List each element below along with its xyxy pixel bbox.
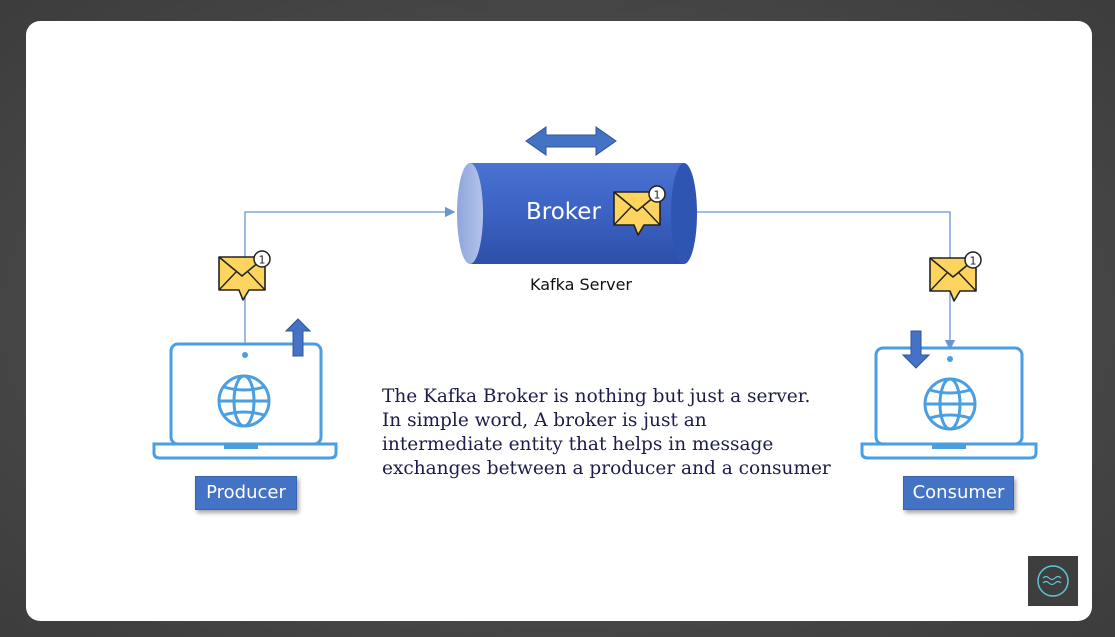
description-text: The Kafka Broker is nothing but just a s… <box>382 386 831 479</box>
producer-label: Producer <box>195 476 297 510</box>
broker-label: Broker <box>526 199 601 225</box>
globe-icon <box>923 377 977 431</box>
consumer-laptop-icon <box>860 346 1038 460</box>
badge-count: 1 <box>654 189 661 202</box>
badge-count: 1 <box>970 255 977 268</box>
kafka-server-caption: Kafka Server <box>530 275 632 294</box>
envelope-notification-icon: 1 <box>218 250 271 301</box>
bidirectional-arrow-icon <box>525 126 617 156</box>
badge-count: 1 <box>259 254 266 267</box>
slide-canvas: 1 1 1 <box>26 21 1092 621</box>
kafka-diagram: 1 1 1 <box>152 126 1038 460</box>
globe-icon <box>217 374 271 428</box>
envelope-notification-icon: 1 <box>929 251 982 302</box>
envelope-notification-icon: 1 <box>613 185 666 236</box>
upload-arrow-icon <box>284 318 312 357</box>
producer-laptop-icon <box>152 342 338 460</box>
consumer-connector <box>686 211 956 351</box>
producer-connector <box>244 206 456 343</box>
logo-icon <box>1028 556 1078 606</box>
download-arrow-icon <box>901 330 931 369</box>
consumer-label: Consumer <box>903 476 1014 510</box>
